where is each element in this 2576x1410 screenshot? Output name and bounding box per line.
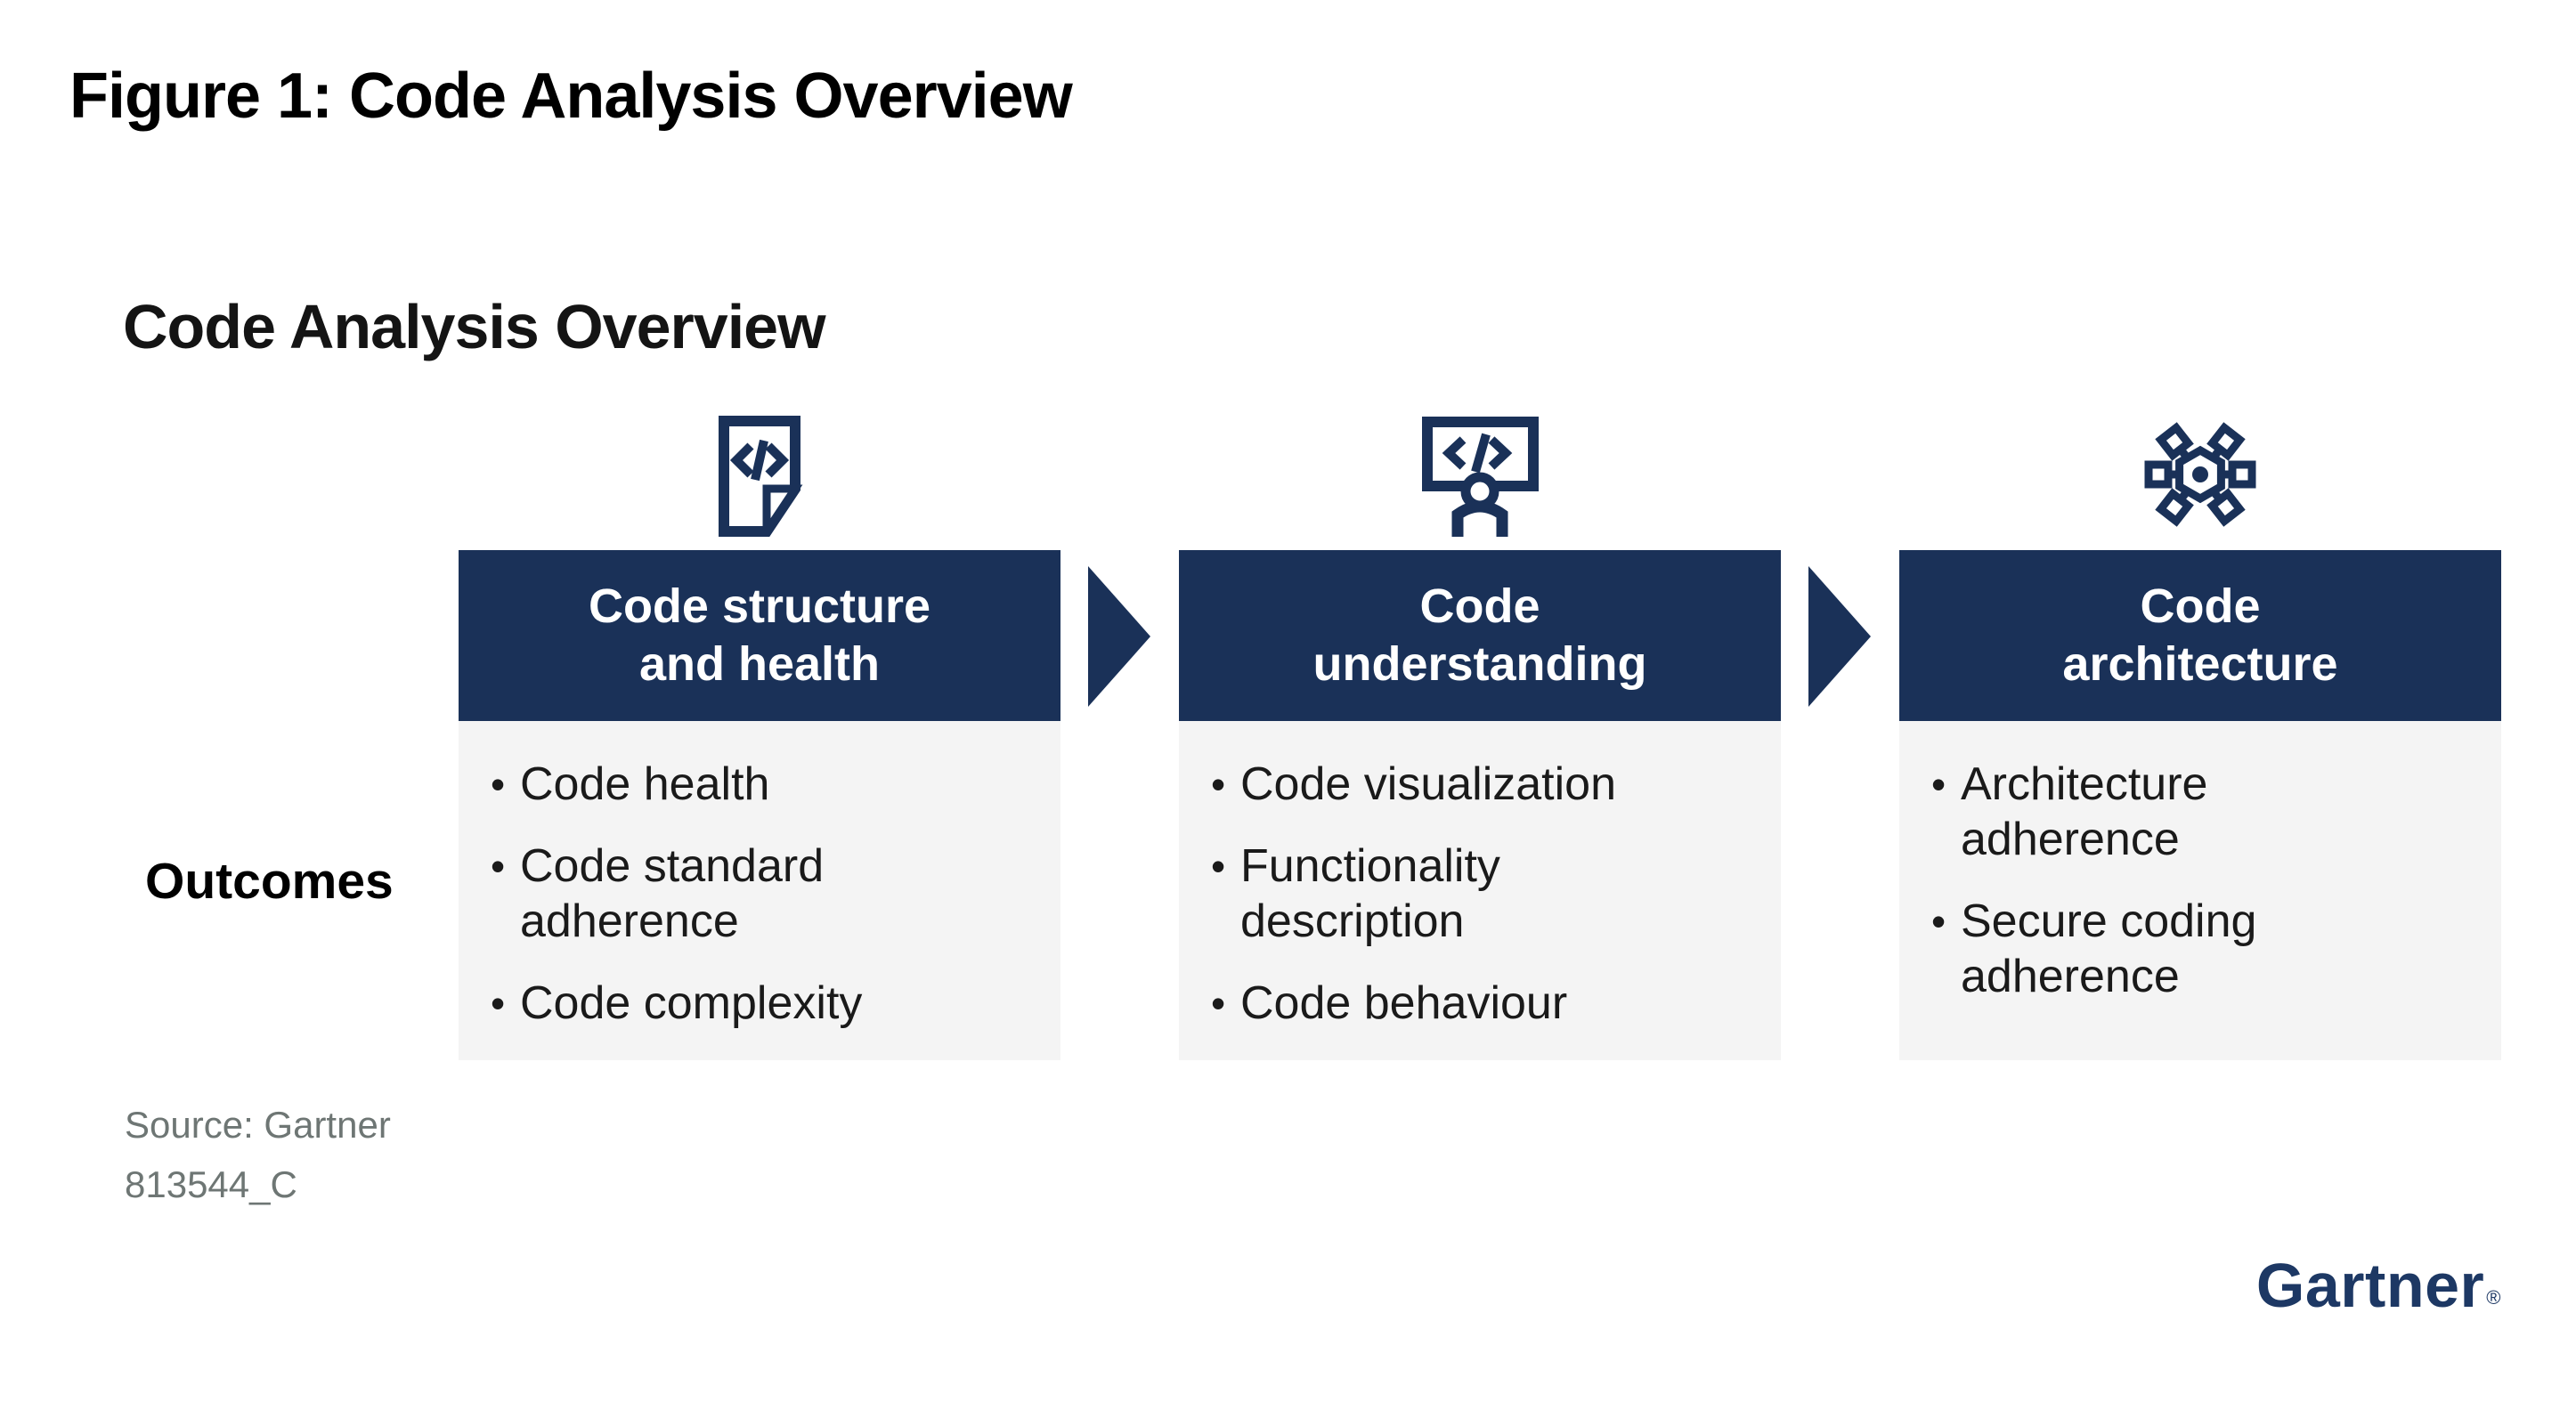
flow-column-code-understanding: Code understanding Code visualization Fu…: [1179, 405, 1781, 1060]
gartner-logo-text: Gartner: [2255, 1251, 2485, 1320]
flow-column-code-architecture: Code architecture Architecture adherence…: [1899, 405, 2501, 1060]
stage-header-code-architecture: Code architecture: [1899, 550, 2501, 721]
stage-header-line: Code: [1419, 579, 1540, 633]
source-block: Source: Gartner 813544_C: [125, 1095, 391, 1214]
outcomes-panel: Architecture adherence Secure coding adh…: [1899, 721, 2501, 1060]
code-document-icon: [719, 416, 803, 537]
gartner-logo: Gartner®: [2256, 1253, 2501, 1330]
arrow-right-icon: [1088, 566, 1150, 707]
stage-header-line: architecture: [2062, 637, 2338, 691]
outcomes-panel: Code visualization Functionality descrip…: [1179, 721, 1781, 1060]
outcome-item: Architecture adherence: [1931, 757, 2377, 867]
stage-header-code-understanding: Code understanding: [1179, 550, 1781, 721]
flow-column-code-structure: Code structure and health Code health Co…: [459, 405, 1060, 1060]
stage-header-code-structure: Code structure and health: [459, 550, 1060, 721]
outcome-item: Functionality description: [1211, 839, 1656, 949]
icon-zone: [459, 405, 1060, 550]
stage-header-line: Code structure: [588, 579, 931, 633]
icon-zone: [1179, 405, 1781, 550]
figure-title: Figure 1: Code Analysis Overview: [69, 61, 1073, 132]
outcomes-list: Code health Code standard adherence Code…: [491, 757, 1036, 1031]
outcome-item: Code complexity: [491, 976, 936, 1031]
architecture-network-icon: [2144, 422, 2256, 527]
stage-header-line: Code: [2140, 579, 2261, 633]
outcomes-list: Code visualization Functionality descrip…: [1211, 757, 1756, 1031]
source-line: Source: Gartner: [125, 1104, 391, 1146]
outcome-item: Code behaviour: [1211, 976, 1656, 1031]
outcomes-list: Architecture adherence Secure coding adh…: [1931, 757, 2476, 1004]
flow-separator: [1781, 405, 1899, 1060]
diagram-heading: Code Analysis Overview: [123, 292, 826, 361]
arrow-right-icon: [1808, 566, 1871, 707]
code-review-screen-icon: [1421, 417, 1539, 537]
icon-zone: [1899, 405, 2501, 550]
flow-separator: [1060, 405, 1179, 1060]
process-flow: Code structure and health Code health Co…: [459, 405, 2501, 1060]
outcome-item: Code health: [491, 757, 936, 812]
stage-header-line: and health: [638, 637, 881, 691]
registered-trademark-icon: ®: [2486, 1286, 2501, 1309]
stage-header-line: understanding: [1312, 637, 1647, 691]
outcomes-panel: Code health Code standard adherence Code…: [459, 721, 1060, 1060]
outcome-item: Code visualization: [1211, 757, 1656, 812]
outcome-item: Code standard adherence: [491, 839, 936, 949]
outcome-item: Secure coding adherence: [1931, 894, 2377, 1004]
document-id: 813544_C: [125, 1163, 297, 1205]
row-label-outcomes: Outcomes: [145, 853, 394, 910]
